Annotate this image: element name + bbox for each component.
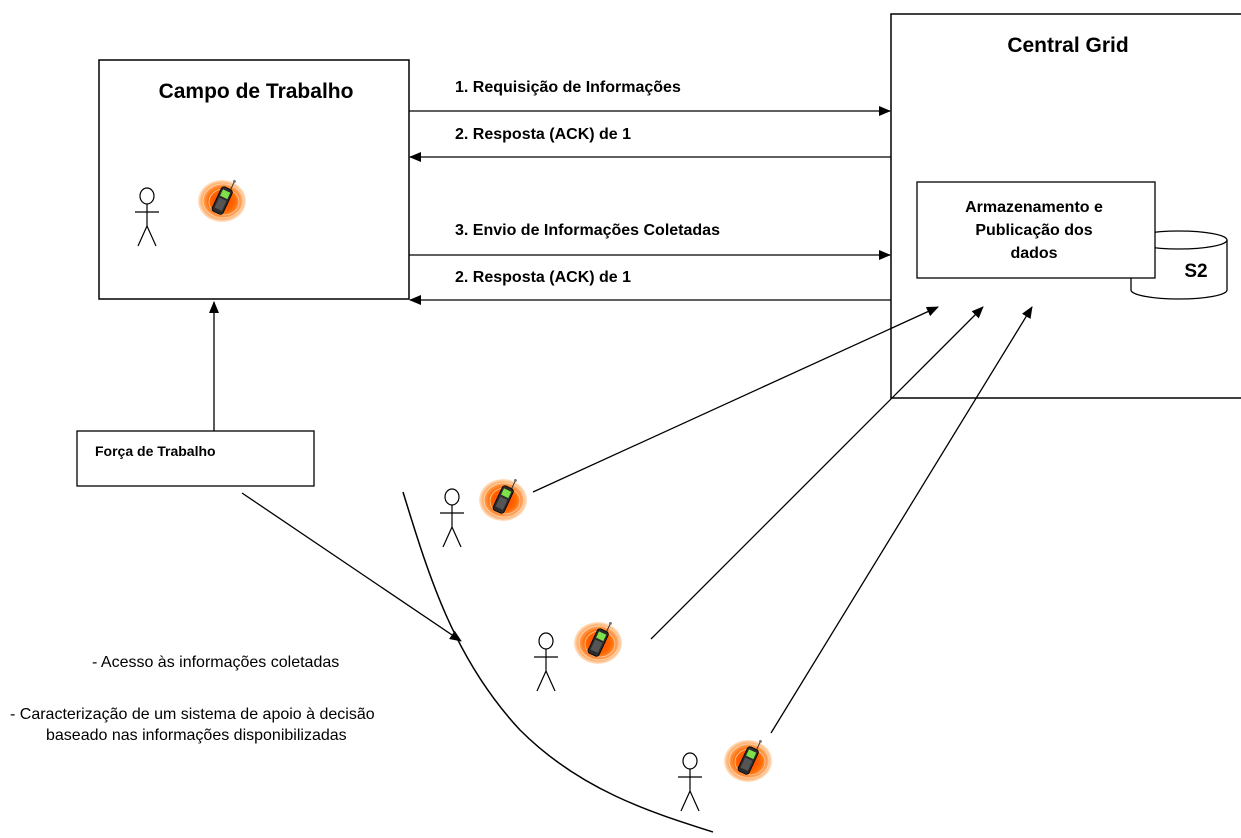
armazenamento-line-3: dados — [1010, 245, 1057, 262]
campo-de-trabalho-title: Campo de Trabalho — [159, 80, 354, 103]
campo-de-trabalho-box — [98, 59, 410, 300]
arrow-worker1-to-storage — [532, 306, 939, 493]
note-caracterizacao: - Caracterização de um sistema de apoio … — [10, 706, 375, 723]
mobile-phone-icon — [723, 735, 773, 783]
armazenamento-line-2: Publicação dos — [975, 222, 1092, 239]
msg1-label: 1. Requisição de Informações — [455, 79, 681, 96]
mobile-phone-icon — [573, 617, 623, 665]
mobile-phone-icon — [478, 474, 528, 522]
stick-figure-icon — [439, 488, 465, 548]
stick-figure-icon — [677, 752, 703, 812]
forca-de-trabalho-label: Força de Trabalho — [95, 443, 216, 459]
field-boundary-curve — [402, 491, 714, 833]
msg2-label: 2. Resposta (ACK) de 1 — [455, 126, 631, 143]
note-acesso: - Acesso às informações coletadas — [92, 654, 339, 671]
arrow-worker2-to-storage — [650, 306, 984, 640]
central-grid-title: Central Grid — [1007, 34, 1128, 57]
arrow-worker3-to-storage — [770, 306, 1033, 734]
stick-figure-icon — [533, 632, 559, 692]
msg4-label: 2. Resposta (ACK) de 1 — [455, 269, 631, 286]
forca-de-trabalho-box — [76, 430, 315, 487]
note-baseado: baseado nas informações disponibilizadas — [46, 727, 347, 744]
arrow-forca-to-field — [241, 492, 462, 642]
storage-label: S2 — [1184, 261, 1207, 282]
armazenamento-box — [916, 181, 1156, 279]
msg3-label: 3. Envio de Informações Coletadas — [455, 222, 720, 239]
armazenamento-line-1: Armazenamento e — [965, 199, 1103, 216]
